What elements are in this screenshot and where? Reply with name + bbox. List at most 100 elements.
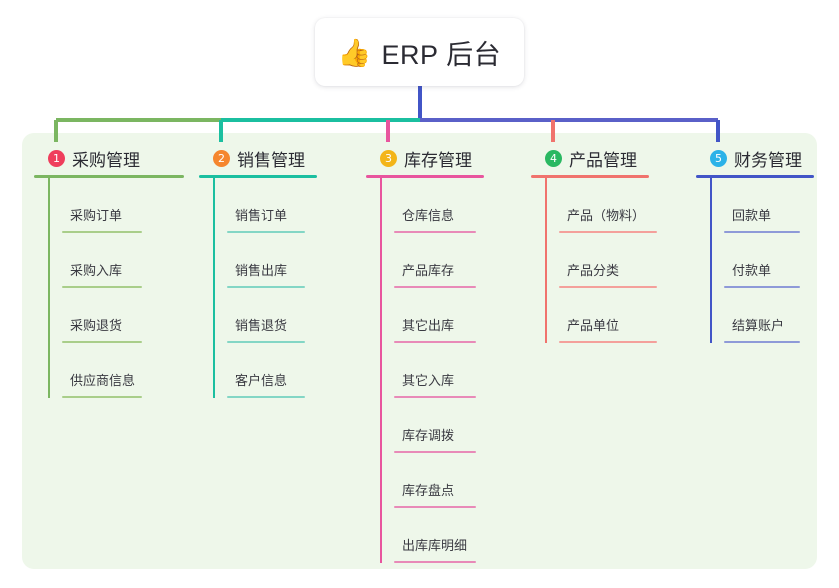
branch-number-badge: 1: [48, 149, 65, 167]
branch-item-underline: [62, 396, 142, 398]
branch-item[interactable]: 客户信息: [213, 343, 317, 398]
branch-item-underline: [394, 286, 476, 288]
branch-item-underline: [62, 341, 142, 343]
branch-column: 3 库存管理仓库信息产品库存其它出库其它入库库存调拨库存盘点出库库明细: [366, 145, 484, 563]
branch-item-underline: [559, 286, 657, 288]
branch-item-underline: [227, 231, 305, 233]
branch-header[interactable]: 1 采购管理: [34, 145, 184, 171]
branch-item-list: 销售订单销售出库销售退货客户信息: [199, 178, 317, 398]
branch-item-label: 回款单: [732, 208, 772, 223]
branch-item-label: 其它出库: [402, 318, 455, 333]
branch-item[interactable]: 付款单: [710, 233, 814, 288]
branch-item-underline: [724, 286, 800, 288]
branch-item[interactable]: 产品库存: [380, 233, 484, 288]
branch-item[interactable]: 结算账户: [710, 288, 814, 343]
branch-column: 1 采购管理采购订单采购入库采购退货供应商信息: [34, 145, 184, 398]
branch-item-label: 产品分类: [567, 263, 620, 278]
branch-item-label: 仓库信息: [402, 208, 455, 223]
root-node[interactable]: 👍 ERP 后台: [315, 18, 524, 86]
branch-item-list: 回款单付款单结算账户: [696, 178, 814, 343]
branch-item-label: 销售出库: [235, 263, 288, 278]
branches-background-panel: [22, 133, 817, 569]
branch-item-underline: [394, 506, 476, 508]
branch-item-label: 产品单位: [567, 318, 620, 333]
branch-item[interactable]: 其它入库: [380, 343, 484, 398]
branch-item-label: 付款单: [732, 263, 772, 278]
branch-item[interactable]: 产品（物料）: [545, 178, 657, 233]
branch-item[interactable]: 采购退货: [48, 288, 184, 343]
branch-item-underline: [394, 231, 476, 233]
branch-label: 销售管理: [237, 150, 305, 170]
branch-column: 5 财务管理回款单付款单结算账户: [696, 145, 814, 343]
branch-item-label: 采购入库: [70, 263, 123, 278]
branch-item-label: 其它入库: [402, 373, 455, 388]
branch-item[interactable]: 销售订单: [213, 178, 317, 233]
branch-item-label: 产品（物料）: [567, 208, 646, 223]
branch-column: 2 销售管理销售订单销售出库销售退货客户信息: [199, 145, 317, 398]
branch-number-badge: 3: [380, 149, 397, 167]
branch-underline: [531, 175, 649, 178]
branch-header[interactable]: 5 财务管理: [696, 145, 814, 171]
branch-spine: [380, 178, 382, 563]
branch-item-label: 客户信息: [235, 373, 288, 388]
branch-item[interactable]: 库存调拨: [380, 398, 484, 453]
branch-underline: [199, 175, 317, 178]
branch-item-label: 采购订单: [70, 208, 123, 223]
branch-underline: [366, 175, 484, 178]
branch-item[interactable]: 采购入库: [48, 233, 184, 288]
thumbs-up-icon: 👍: [337, 37, 372, 69]
branch-header[interactable]: 4 产品管理: [531, 145, 649, 171]
branch-label: 财务管理: [734, 150, 802, 170]
branch-column: 4 产品管理产品（物料） 产品分类产品单位: [531, 145, 657, 343]
branch-spine: [48, 178, 50, 398]
branch-item[interactable]: 采购订单: [48, 178, 184, 233]
branch-item[interactable]: 其它出库: [380, 288, 484, 343]
branch-item[interactable]: 销售退货: [213, 288, 317, 343]
branch-item-underline: [227, 341, 305, 343]
branch-label: 产品管理: [569, 150, 637, 170]
branch-item-underline: [394, 396, 476, 398]
branch-item[interactable]: 产品分类: [545, 233, 657, 288]
branch-header[interactable]: 3 库存管理: [366, 145, 484, 171]
branch-item-label: 采购退货: [70, 318, 123, 333]
branch-label: 采购管理: [72, 150, 140, 170]
branch-item-underline: [62, 286, 142, 288]
branch-item-underline: [724, 341, 800, 343]
branch-label: 库存管理: [404, 150, 472, 170]
branch-spine: [710, 178, 712, 343]
branch-item-label: 产品库存: [402, 263, 455, 278]
branch-item-underline: [559, 341, 657, 343]
root-title: ERP 后台: [381, 39, 502, 70]
branch-item-label: 结算账户: [732, 318, 785, 333]
branch-item[interactable]: 仓库信息: [380, 178, 484, 233]
branch-number-badge: 2: [213, 149, 230, 167]
branch-item-underline: [62, 231, 142, 233]
branch-item[interactable]: 销售出库: [213, 233, 317, 288]
branch-item[interactable]: 产品单位: [545, 288, 657, 343]
branch-item-list: 仓库信息产品库存其它出库其它入库库存调拨库存盘点出库库明细: [366, 178, 484, 563]
branch-item-label: 销售订单: [235, 208, 288, 223]
branch-spine: [545, 178, 547, 343]
branch-item[interactable]: 回款单: [710, 178, 814, 233]
branch-item[interactable]: 库存盘点: [380, 453, 484, 508]
branch-item-underline: [227, 396, 305, 398]
branch-item-label: 出库库明细: [402, 538, 468, 553]
branch-item-label: 库存盘点: [402, 483, 455, 498]
branch-number-badge: 4: [545, 149, 562, 167]
branch-underline: [696, 175, 814, 178]
branch-item[interactable]: 出库库明细: [380, 508, 484, 563]
branch-item-underline: [394, 341, 476, 343]
branch-number-badge: 5: [710, 149, 727, 167]
branch-item-underline: [394, 561, 476, 563]
branch-item-underline: [724, 231, 800, 233]
branch-item-label: 供应商信息: [70, 373, 136, 388]
branch-item-underline: [394, 451, 476, 453]
branch-header[interactable]: 2 销售管理: [199, 145, 317, 171]
branch-item-label: 销售退货: [235, 318, 288, 333]
branch-item[interactable]: 供应商信息: [48, 343, 184, 398]
branch-item-underline: [227, 286, 305, 288]
branch-underline: [34, 175, 184, 178]
branch-item-underline: [559, 231, 657, 233]
branch-item-label: 库存调拨: [402, 428, 455, 443]
